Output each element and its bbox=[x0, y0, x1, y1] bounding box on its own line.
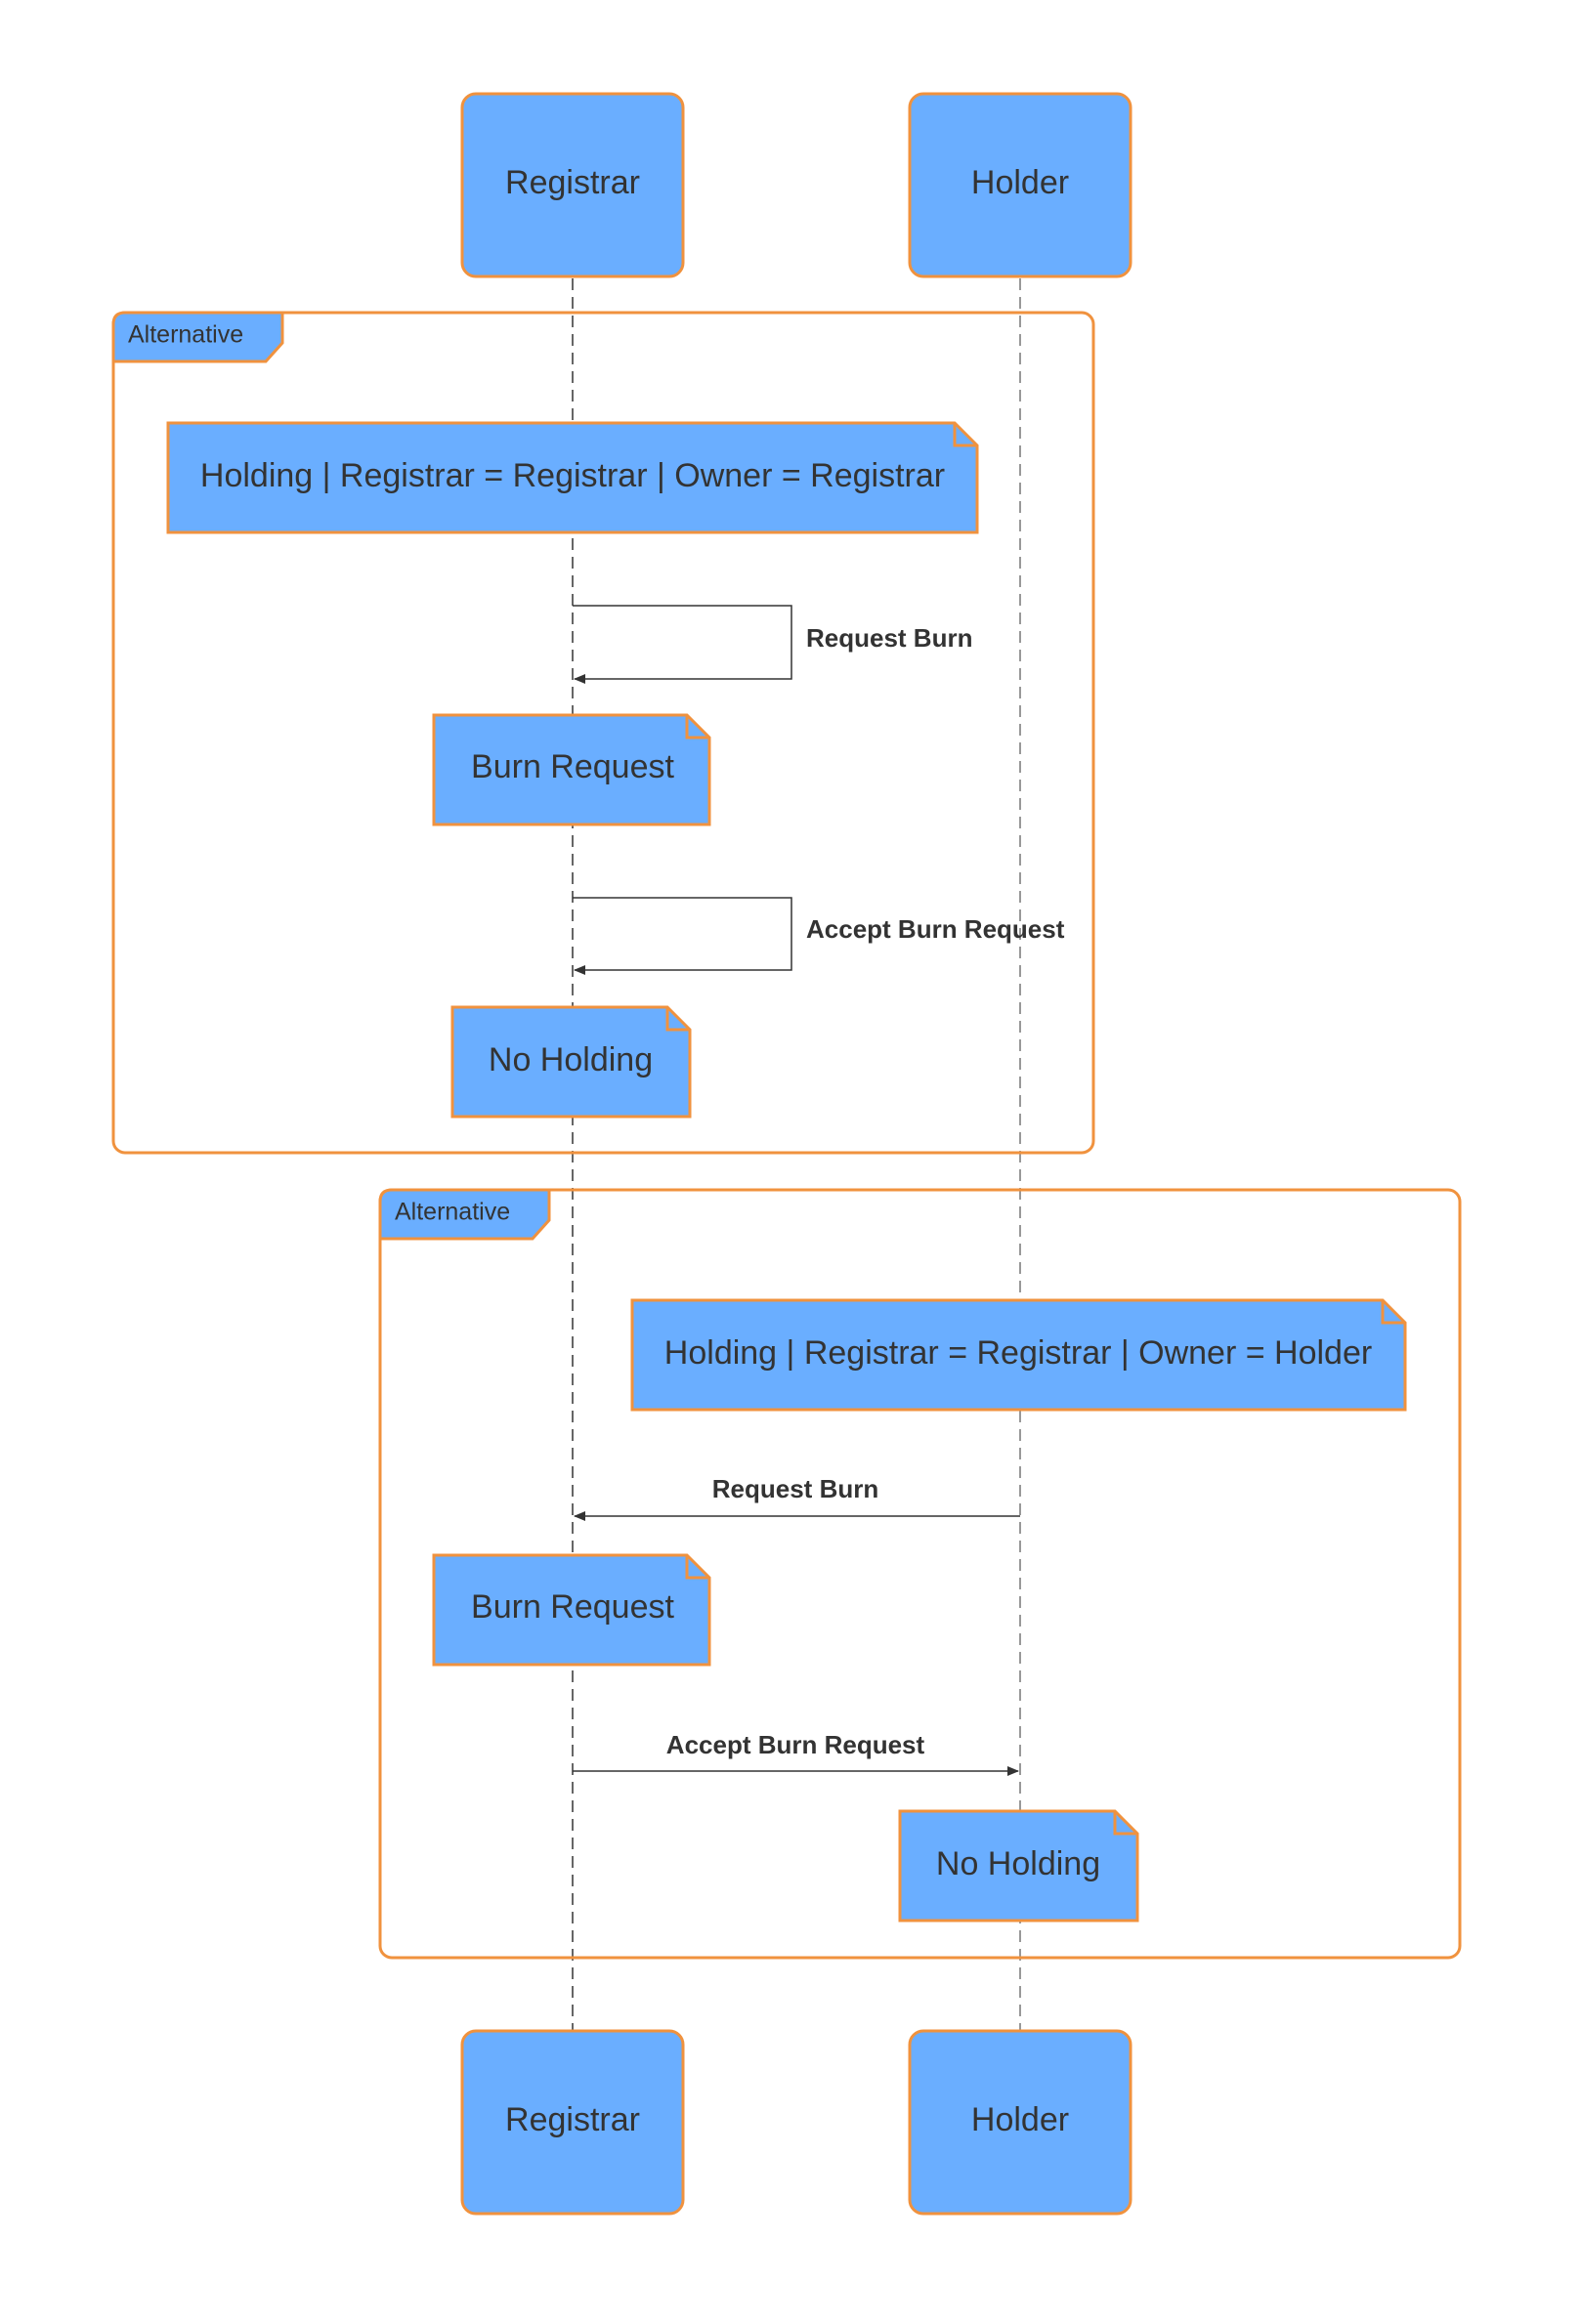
participant-registrar-top[interactable]: Registrar bbox=[460, 92, 685, 278]
alt-frame-2: Alternative bbox=[378, 1188, 1462, 1960]
message-label: Accept Burn Request bbox=[666, 1730, 925, 1759]
message-label: Request Burn bbox=[806, 623, 972, 653]
note-burn-request-2[interactable]: Burn Request bbox=[432, 1553, 711, 1667]
message-label: Accept Burn Request bbox=[806, 914, 1065, 944]
participant-label: Holder bbox=[971, 164, 1069, 201]
note-text: Burn Request bbox=[471, 1588, 674, 1626]
alt-frame-1: Alternative bbox=[111, 311, 1095, 1155]
state-note-2[interactable]: Holding | Registrar = Registrar | Owner … bbox=[630, 1298, 1407, 1412]
participant-label: Registrar bbox=[505, 164, 640, 201]
note-text: Holding | Registrar = Registrar | Owner … bbox=[664, 1334, 1372, 1372]
alt-frame-label: Alternative bbox=[128, 321, 243, 349]
note-burn-request-1[interactable]: Burn Request bbox=[432, 713, 711, 826]
participant-holder-top[interactable]: Holder bbox=[908, 92, 1132, 278]
note-text: No Holding bbox=[936, 1845, 1100, 1882]
self-message-accept-burn-1[interactable]: Accept Burn Request bbox=[573, 897, 1065, 975]
message-label: Request Burn bbox=[712, 1474, 878, 1503]
note-no-holding-1[interactable]: No Holding bbox=[450, 1005, 692, 1119]
participant-label: Registrar bbox=[505, 2101, 640, 2138]
message-accept-burn-2[interactable]: Accept Burn Request bbox=[573, 1730, 1019, 1776]
participant-registrar-bottom[interactable]: Registrar bbox=[460, 2029, 685, 2216]
note-text: No Holding bbox=[489, 1041, 653, 1078]
alt-frame-label: Alternative bbox=[395, 1199, 510, 1226]
participant-holder-bottom[interactable]: Holder bbox=[908, 2029, 1132, 2216]
participant-label: Holder bbox=[971, 2101, 1069, 2138]
note-text: Holding | Registrar = Registrar | Owner … bbox=[200, 457, 945, 494]
note-no-holding-2[interactable]: No Holding bbox=[898, 1809, 1139, 1923]
state-note-1[interactable]: Holding | Registrar = Registrar | Owner … bbox=[166, 421, 979, 534]
self-message-request-burn-1[interactable]: Request Burn bbox=[573, 605, 972, 684]
note-text: Burn Request bbox=[471, 748, 674, 785]
message-request-burn-2[interactable]: Request Burn bbox=[574, 1474, 1020, 1521]
